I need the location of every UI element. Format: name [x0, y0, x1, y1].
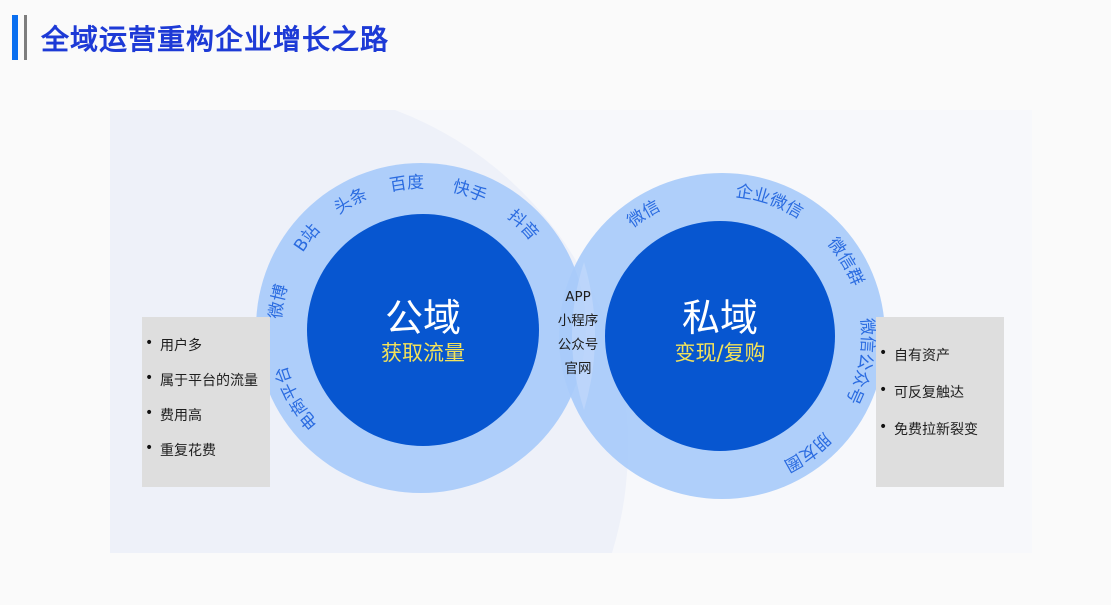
page-title: 全域运营重构企业增长之路 [41, 22, 390, 56]
private-domain-title: 私域 [681, 296, 758, 340]
public-inner-circle [307, 214, 539, 446]
private-feature-item: 免费拉新裂变 [876, 419, 1004, 439]
public-domain-subtitle: 获取流量 [381, 341, 465, 365]
channel-baidu: 百度 [388, 173, 424, 196]
overlap-lens [572, 262, 595, 410]
public-channels-ring-text-5: 百度 [388, 173, 424, 196]
title-accent-bar [12, 15, 18, 60]
overlap-item: APP [565, 289, 591, 305]
private-feature-item: 可反复触达 [876, 382, 1004, 402]
public-domain-label: 公域 获取流量 [343, 296, 503, 366]
overlap-channels: APP 小程序 公众号 官网 [548, 285, 608, 381]
public-feature-item: 费用高 [142, 405, 270, 425]
public-feature-item: 用户多 [142, 335, 270, 355]
public-domain-title: 公域 [384, 296, 461, 340]
overlap-item: 公众号 [557, 337, 599, 353]
private-domain-label: 私域 变现/复购 [640, 296, 800, 366]
title-accent-divider [24, 15, 27, 60]
private-domain-subtitle: 变现/复购 [674, 341, 766, 365]
private-inner-circle [605, 221, 835, 451]
overlap-item: 小程序 [557, 313, 599, 329]
public-feature-item: 重复花费 [142, 440, 270, 460]
private-feature-item: 自有资产 [876, 345, 1004, 365]
private-features-panel: 自有资产 可反复触达 免费拉新裂变 [876, 317, 1004, 487]
overlap-item: 官网 [564, 361, 592, 377]
public-feature-item: 属于平台的流量 [142, 370, 270, 390]
title-bar: 全域运营重构企业增长之路 [12, 15, 389, 60]
public-features-panel: 用户多 属于平台的流量 费用高 重复花费 [142, 317, 270, 487]
